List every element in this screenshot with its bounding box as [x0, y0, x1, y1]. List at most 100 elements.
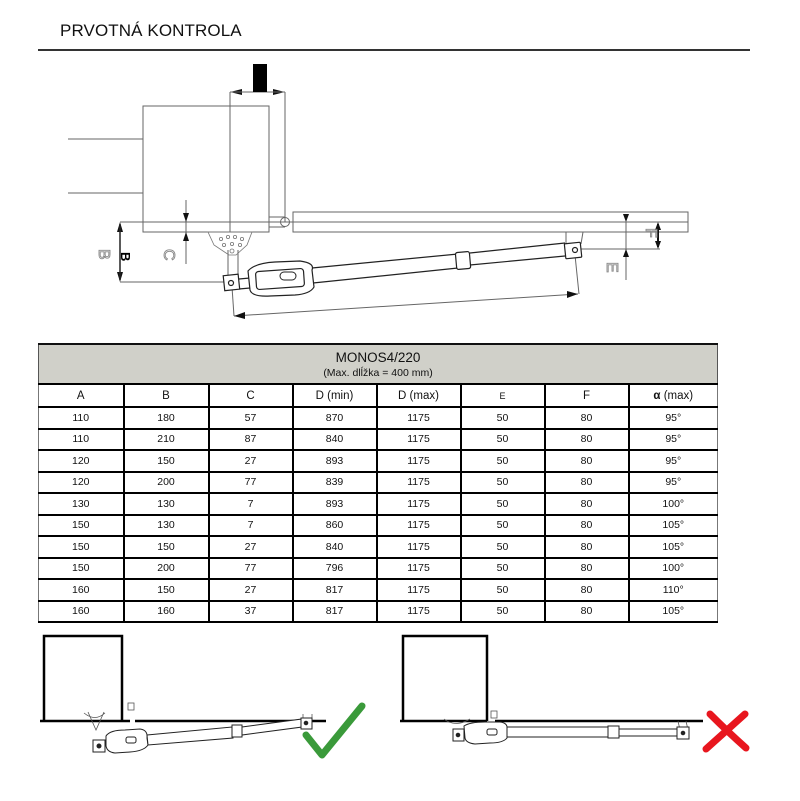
- cell-c: 57: [207, 407, 293, 430]
- cell-e: 50: [459, 407, 545, 430]
- cell-a: 150: [38, 557, 124, 580]
- cell-d-min: 840: [291, 536, 377, 559]
- cell-alpha: 95°: [627, 471, 719, 494]
- cell-e: 50: [459, 471, 545, 494]
- cell-b: 200: [122, 471, 209, 494]
- cell-b: 160: [122, 600, 209, 623]
- col-header-alpha-max: α (max): [627, 383, 719, 408]
- cell-b: 130: [122, 514, 209, 537]
- cell-e: 50: [459, 428, 545, 451]
- cell-a: 110: [38, 407, 124, 430]
- cell-alpha: 110°: [627, 579, 719, 602]
- cell-f: 80: [543, 514, 629, 537]
- cell-alpha: 105°: [627, 600, 719, 623]
- dimension-spec-table: MONOS4/220 (Max. dlĺžka = 400 mm) A B C …: [37, 343, 719, 623]
- dim-label-f: F: [642, 228, 659, 238]
- cell-d-max: 1175: [375, 536, 461, 559]
- dim-label-b-outline: B: [95, 249, 112, 260]
- cell-e: 50: [459, 514, 545, 537]
- x-mark-icon: [702, 710, 750, 753]
- col-header-c: C: [207, 383, 293, 408]
- cell-b: 150: [122, 536, 209, 559]
- installation-dimension-diagram: B C F E B: [68, 64, 689, 319]
- cell-alpha: 105°: [627, 514, 719, 537]
- cell-a: 160: [38, 579, 124, 602]
- col-header-d-max: D (max): [375, 383, 461, 408]
- col-header-b: B: [122, 383, 209, 408]
- cell-alpha: 95°: [627, 407, 719, 430]
- cell-c: 7: [207, 493, 293, 516]
- cell-alpha: 95°: [627, 450, 719, 473]
- cell-f: 80: [543, 557, 629, 580]
- cell-c: 7: [207, 514, 293, 537]
- cell-d-max: 1175: [375, 514, 461, 537]
- dim-label-c: C: [160, 249, 177, 261]
- cell-a: 120: [38, 450, 124, 473]
- cell-d-max: 1175: [375, 428, 461, 451]
- cell-f: 80: [543, 493, 629, 516]
- cell-alpha: 100°: [627, 493, 719, 516]
- cell-d-min: 893: [291, 450, 377, 473]
- cell-c: 77: [207, 471, 293, 494]
- cell-c: 27: [207, 536, 293, 559]
- col-header-a: A: [38, 383, 124, 408]
- cell-a: 110: [38, 428, 124, 451]
- cell-c: 37: [207, 600, 293, 623]
- cell-b: 150: [122, 579, 209, 602]
- cell-f: 80: [543, 428, 629, 451]
- cell-alpha: 95°: [627, 428, 719, 451]
- cell-alpha: 105°: [627, 536, 719, 559]
- cell-a: 160: [38, 600, 124, 623]
- cell-d-min: 893: [291, 493, 377, 516]
- title-underline: [38, 49, 750, 51]
- cell-d-max: 1175: [375, 579, 461, 602]
- cell-f: 80: [543, 450, 629, 473]
- table-caption: MONOS4/220 (Max. dlĺžka = 400 mm): [37, 343, 719, 385]
- cell-b: 150: [122, 450, 209, 473]
- cell-d-min: 796: [291, 557, 377, 580]
- cell-c: 27: [207, 450, 293, 473]
- cell-d-min: 840: [291, 428, 377, 451]
- cell-f: 80: [543, 600, 629, 623]
- cell-f: 80: [543, 536, 629, 559]
- cell-e: 50: [459, 579, 545, 602]
- cell-a: 120: [38, 471, 124, 494]
- cell-e: 50: [459, 450, 545, 473]
- cell-a: 150: [38, 514, 124, 537]
- check-mark-icon: [302, 702, 366, 759]
- cell-d-min: 870: [291, 407, 377, 430]
- cell-d-min: 817: [291, 579, 377, 602]
- cell-d-max: 1175: [375, 557, 461, 580]
- cell-b: 200: [122, 557, 209, 580]
- dim-label-e: E: [603, 262, 620, 273]
- cell-f: 80: [543, 579, 629, 602]
- col-header-f: F: [543, 383, 629, 408]
- alpha-symbol: α: [653, 389, 661, 402]
- cell-alpha: 100°: [627, 557, 719, 580]
- cell-d-min: 839: [291, 471, 377, 494]
- page-title: PRVOTNÁ KONTROLA: [60, 21, 242, 40]
- cell-b: 210: [122, 428, 209, 451]
- dim-label-b: B: [118, 252, 133, 261]
- cell-f: 80: [543, 407, 629, 430]
- incorrect-installation-example: [400, 634, 750, 753]
- alpha-suffix: (max): [660, 389, 694, 402]
- cell-c: 87: [207, 428, 293, 451]
- correct-installation-example: [40, 634, 366, 759]
- cell-b: 130: [122, 493, 209, 516]
- cell-d-min: 817: [291, 600, 377, 623]
- cell-f: 80: [543, 471, 629, 494]
- post-marker-icon: [253, 64, 267, 92]
- actuator-arm: [222, 241, 583, 297]
- cell-a: 130: [38, 493, 124, 516]
- cell-d-max: 1175: [375, 493, 461, 516]
- max-length-note: (Max. dlĺžka = 400 mm): [323, 366, 433, 379]
